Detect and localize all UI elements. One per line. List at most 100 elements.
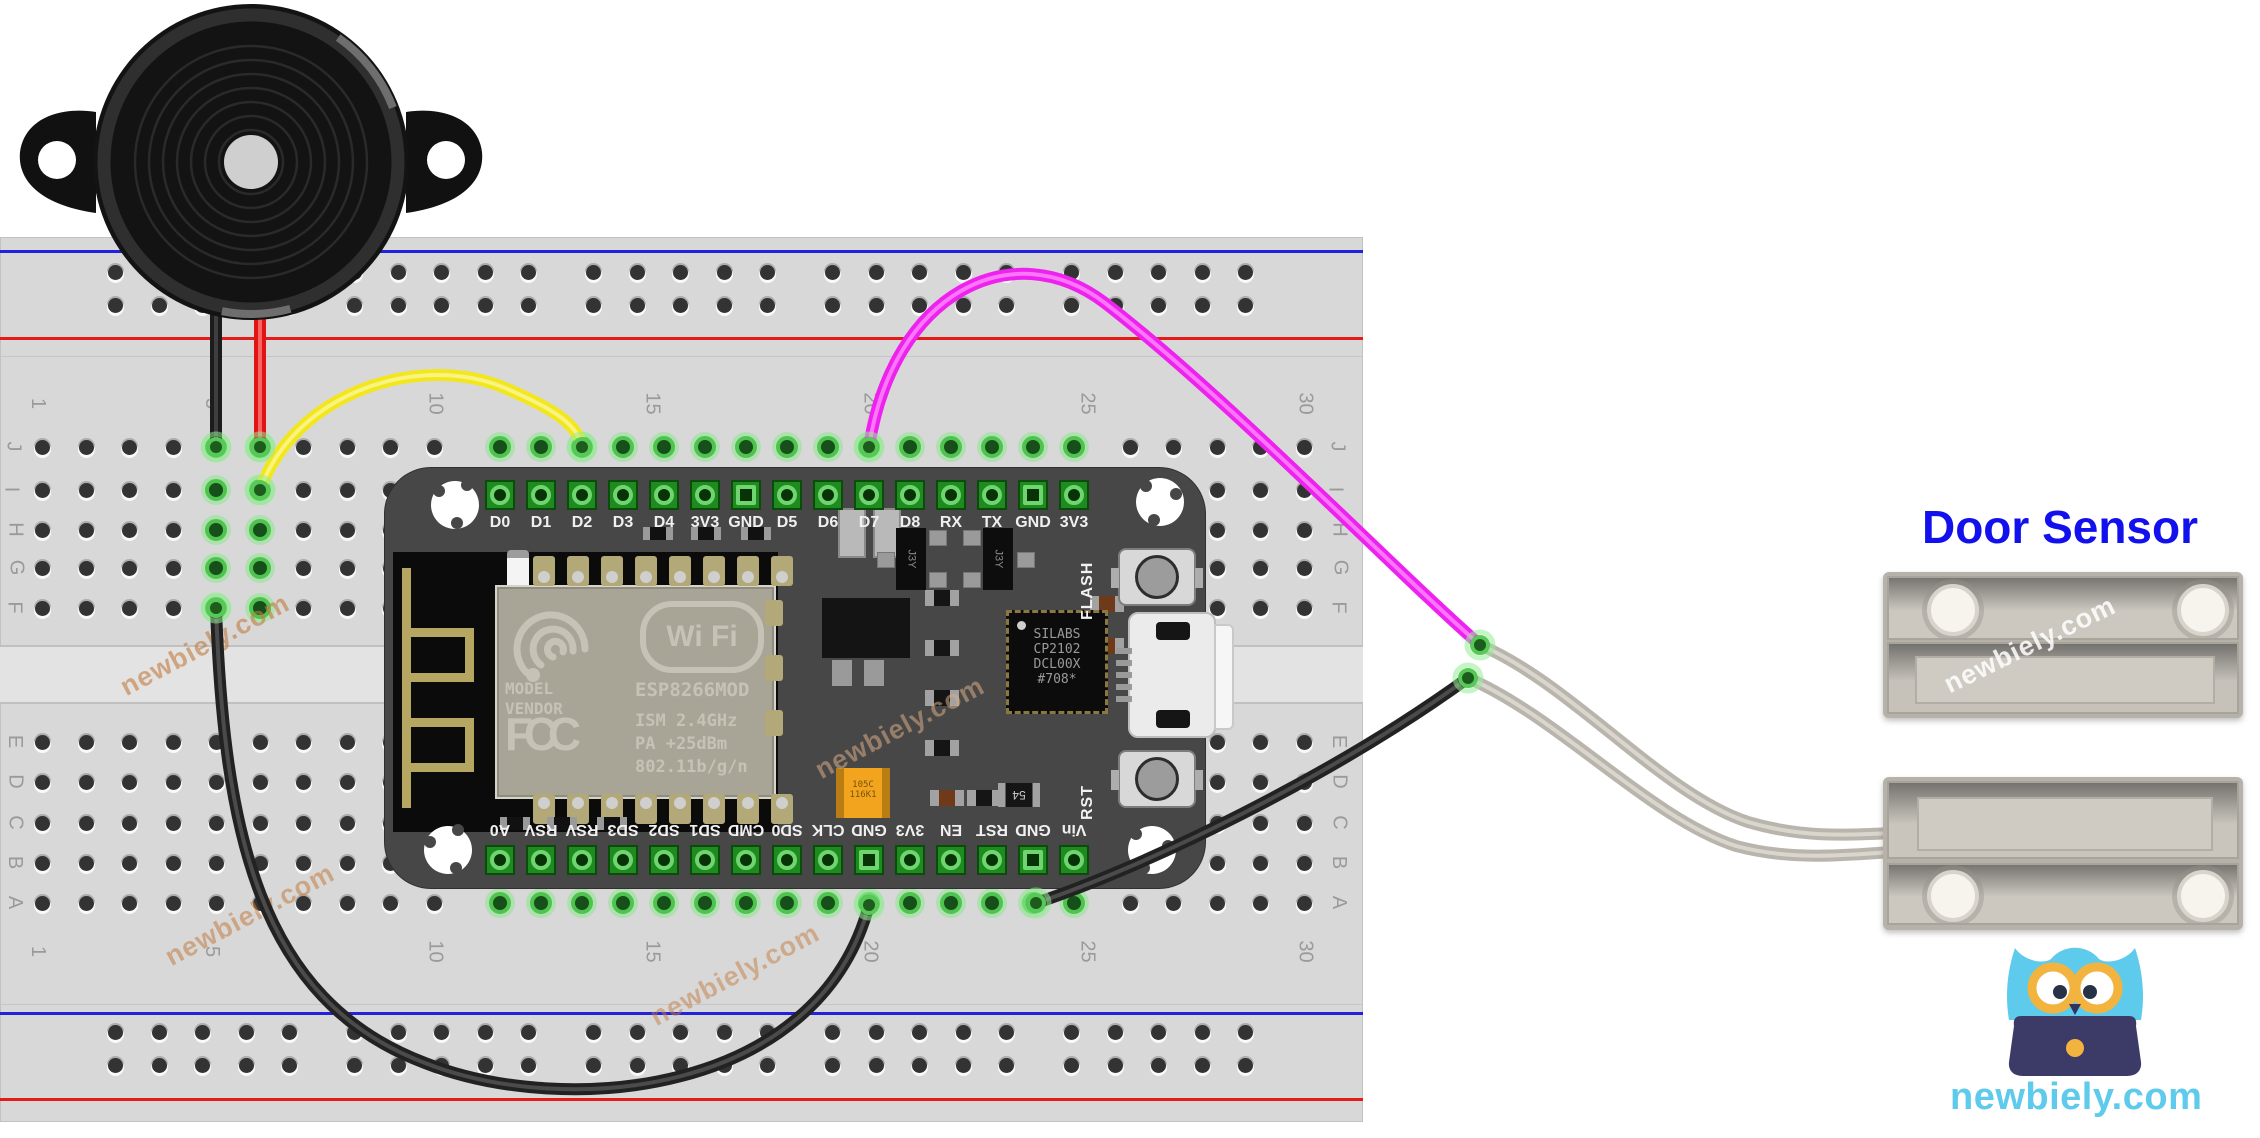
pin-3V3 [690, 480, 720, 510]
power-rail-positive-line-bottom [0, 1098, 1363, 1101]
door-sensor-switch-part [1883, 777, 2243, 930]
pin-GND [731, 480, 761, 510]
pin-label-3V3: 3V3 [895, 821, 925, 838]
pin-label-D1: D1 [530, 514, 552, 531]
pin-Vin [1059, 845, 1089, 875]
pin-D0 [485, 480, 515, 510]
pin-label-D3: D3 [612, 514, 634, 531]
wifi-spiral-logo [513, 611, 589, 682]
esp8266-module: Wi Fi MODEL VENDOR ESP8266MOD FCC ISM 2.… [495, 585, 776, 799]
part-number: ESP8266MOD [635, 679, 750, 701]
pin-D4 [649, 480, 679, 510]
castellation [567, 556, 589, 586]
rst-button[interactable] [1111, 750, 1203, 808]
mounting-hole [1128, 826, 1176, 874]
pin-label-RST: RST [976, 821, 1008, 838]
rst-button-label: RST [1079, 785, 1096, 820]
castellation [669, 556, 691, 586]
pin-label-D6: D6 [817, 514, 839, 531]
model-label: MODEL [505, 679, 554, 698]
pin-label-GND: GND [728, 514, 764, 531]
power-rail-positive-line [0, 337, 1363, 340]
transistor-j3y: J3Y [896, 528, 926, 590]
pin-label-D4: D4 [653, 514, 675, 531]
pin-RSV [567, 845, 597, 875]
transistor-j3y: J3Y [983, 528, 1013, 590]
connection-glow [1464, 629, 1496, 661]
pin-label-RSV: RSV [565, 821, 599, 838]
connection-ring [1458, 668, 1478, 688]
castellation [601, 556, 623, 586]
pin-RST [977, 845, 1007, 875]
pin-label-EN: EN [939, 821, 963, 838]
mounting-hole [431, 479, 479, 529]
castellation [765, 655, 783, 681]
pa-text: PA +25dBm [635, 734, 728, 754]
pin-3V3 [1059, 480, 1089, 510]
pin-label-CMD: CMD [727, 821, 765, 838]
pin-label-3V3: 3V3 [690, 514, 720, 531]
pin-SD2 [649, 845, 679, 875]
mounting-hole [1136, 478, 1184, 526]
pin-label-GND: GND [1015, 514, 1051, 531]
pin-TX [977, 480, 1007, 510]
door-sensor-wire-upper-highlight [1478, 643, 1894, 837]
castellation [771, 556, 793, 586]
power-rail-negative-line [0, 250, 1363, 253]
pin-label-SD1: SD1 [689, 821, 721, 838]
pin-label-GND: GND [851, 821, 887, 838]
pin-D5 [772, 480, 802, 510]
flash-button[interactable] [1111, 548, 1203, 606]
pin-label-SD3: SD3 [607, 821, 639, 838]
pin-label-SD2: SD2 [648, 821, 680, 838]
door-sensor-title: Door Sensor [1921, 501, 2199, 553]
connection-ring [1470, 635, 1490, 655]
castellation [737, 556, 759, 586]
pin-D7 [854, 480, 884, 510]
fcc-logo: FCC [505, 708, 581, 760]
pin-label-CLK: CLK [811, 821, 845, 838]
esp8266-nodemcu-board: Wi Fi MODEL VENDOR ESP8266MOD FCC ISM 2.… [385, 468, 1234, 888]
door-sensor-wire-lower [1462, 672, 1898, 862]
pin-label-3V3: 3V3 [1059, 514, 1089, 531]
pin-D3 [608, 480, 638, 510]
pin-CMD [731, 845, 761, 875]
pin-label-D7: D7 [858, 514, 880, 531]
pin-D2 [567, 480, 597, 510]
ism-text: ISM 2.4GHz [635, 711, 738, 731]
pin-RSV [526, 845, 556, 875]
smd-resistor-54: 54 [998, 783, 1040, 807]
pcb-antenna [402, 568, 411, 808]
pin-label-Vin: Vin [1061, 821, 1087, 838]
newbiely-logo-text: newbiely.com [1950, 1076, 2203, 1118]
pin-label-A0: A0 [489, 821, 511, 838]
pin-D1 [526, 480, 556, 510]
screw-hole [1927, 584, 1979, 636]
castellation [703, 556, 725, 586]
door-sensor: Door Sensor [1870, 500, 2260, 950]
flash-button-label: FLASH [1079, 561, 1096, 620]
mounting-hole [424, 824, 472, 874]
wifi-logo: Wi Fi [640, 601, 764, 673]
door-sensor-magnet-part [1883, 572, 2243, 718]
pin-SD0 [772, 845, 802, 875]
pin-label-D8: D8 [899, 514, 921, 531]
pin-D6 [813, 480, 843, 510]
door-sensor-wire-lower-highlight [1466, 676, 1894, 858]
pin-label-RSV: RSV [524, 821, 558, 838]
pin-GND [854, 845, 884, 875]
ams1117-regulator [822, 598, 910, 658]
newbiely-owl-logo [2007, 947, 2143, 1076]
pin-D8 [895, 480, 925, 510]
pin-EN [936, 845, 966, 875]
door-sensor-wire-upper [1474, 639, 1898, 841]
pin-label-GND: GND [1015, 821, 1051, 838]
micro-usb-connector [1116, 612, 1216, 738]
pin-label-RX: RX [939, 514, 963, 531]
pin-RX [936, 480, 966, 510]
pin-GND [1018, 480, 1048, 510]
pin-GND [1018, 845, 1048, 875]
castellation [635, 556, 657, 586]
